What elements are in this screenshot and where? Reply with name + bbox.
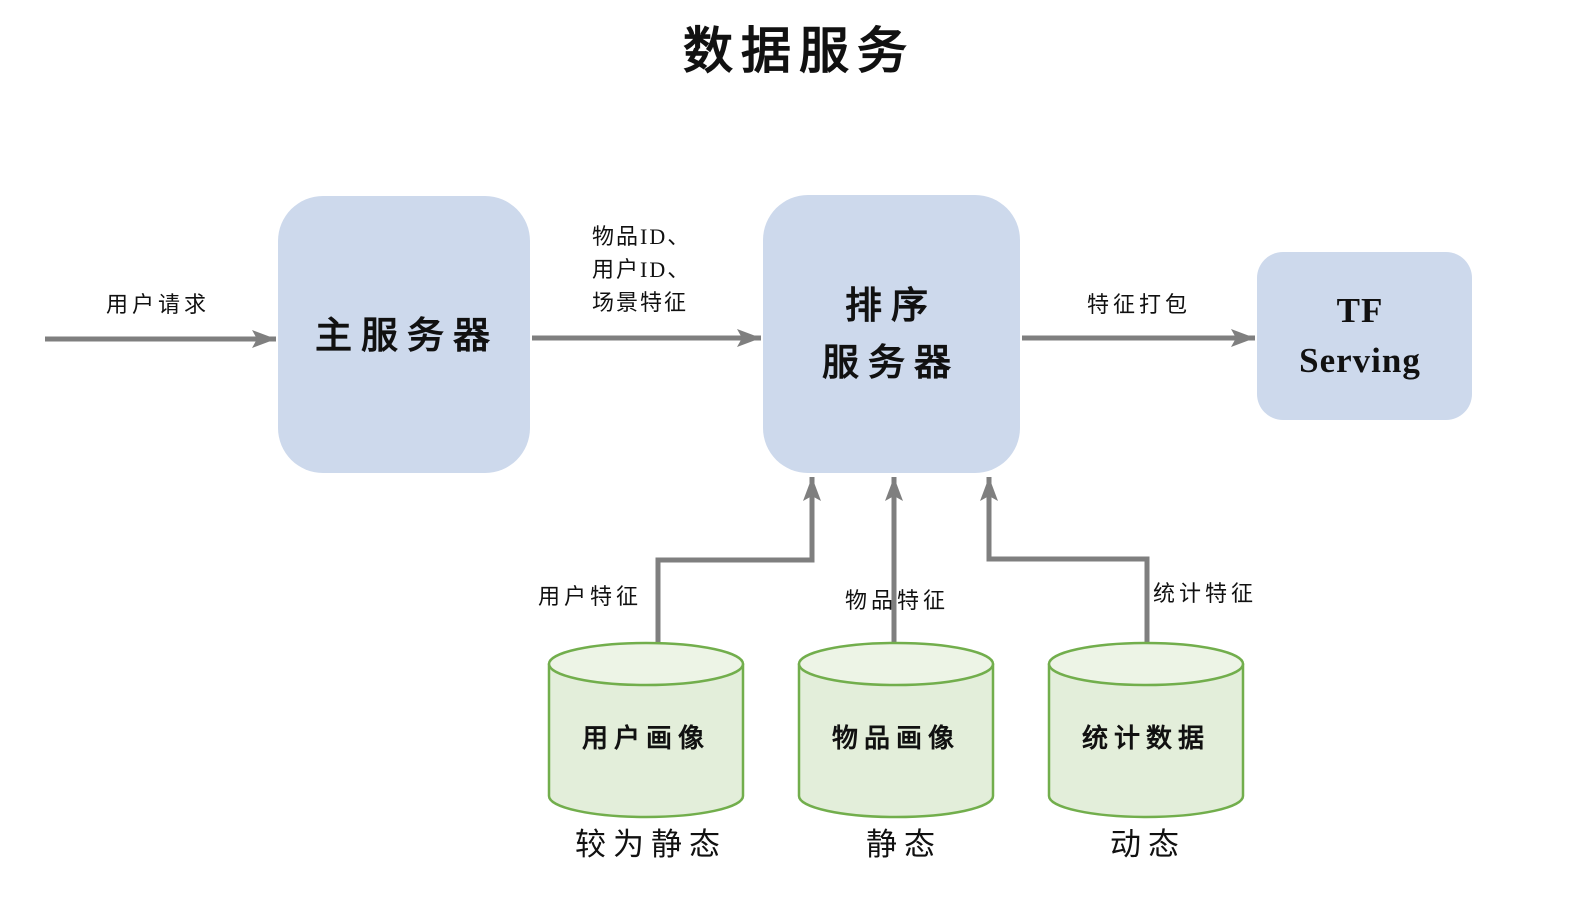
edge-item-features-label: 物品特征 — [845, 588, 949, 613]
edge-user-features-arrow — [655, 477, 821, 642]
tf-serving-label-line2: Serving — [1299, 341, 1421, 380]
db-stats-caption: 动态 — [1110, 827, 1186, 862]
db-user-profile-body — [547, 662, 745, 819]
db-item-profile-cylinder: 物品画像 静态 — [797, 641, 995, 862]
edge-ids-label-line2: 用户ID、 — [592, 257, 691, 282]
db-stats-cylinder: 统计数据 动态 — [1047, 641, 1245, 862]
db-user-profile-label: 用户画像 — [582, 723, 710, 753]
edge-ids-label-line3: 场景特征 — [592, 290, 688, 315]
db-user-profile-top — [547, 641, 745, 687]
main-server-label: 主服务器 — [315, 315, 499, 357]
databases-layer: 用户画像 较为静态 物品画像 静态 统计数据 动态 — [547, 641, 1245, 862]
db-user-profile-caption: 较为静态 — [575, 827, 727, 862]
sort-server-label-line2: 服务器 — [822, 342, 960, 384]
edge-feature-pack-label: 特征打包 — [1087, 292, 1191, 317]
db-item-profile-top — [797, 641, 995, 687]
sort-server-node — [763, 195, 1020, 473]
edge-stat-features-arrow — [980, 477, 1150, 642]
tf-serving-node — [1257, 252, 1472, 420]
edge-stat-features-label: 统计特征 — [1153, 581, 1257, 606]
db-item-profile-body — [797, 662, 995, 819]
edge-ids-label-line1: 物品ID、 — [592, 224, 691, 249]
nodes-layer: 主服务器 排序 服务器 TF Serving — [278, 195, 1472, 473]
edge-user-features-label: 用户特征 — [538, 584, 642, 609]
sort-server-label-line1: 排序 — [845, 285, 937, 327]
diagram-title: 数据服务 — [683, 23, 915, 79]
db-user-profile-cylinder: 用户画像 较为静态 — [547, 641, 745, 862]
db-item-profile-label: 物品画像 — [832, 724, 960, 753]
tf-serving-label-line1: TF — [1337, 291, 1384, 330]
edge-labels-layer: 用户请求 物品ID、 用户ID、 场景特征 特征打包 用户特征 物品特征 统计特… — [106, 224, 1257, 613]
edge-user-request-label: 用户请求 — [106, 292, 210, 317]
db-stats-top — [1047, 641, 1245, 687]
edges-layer — [45, 329, 1255, 642]
db-stats-label: 统计数据 — [1082, 723, 1210, 753]
db-item-profile-caption: 静态 — [866, 827, 942, 862]
main-server-node — [278, 196, 530, 473]
db-stats-body — [1047, 662, 1245, 819]
